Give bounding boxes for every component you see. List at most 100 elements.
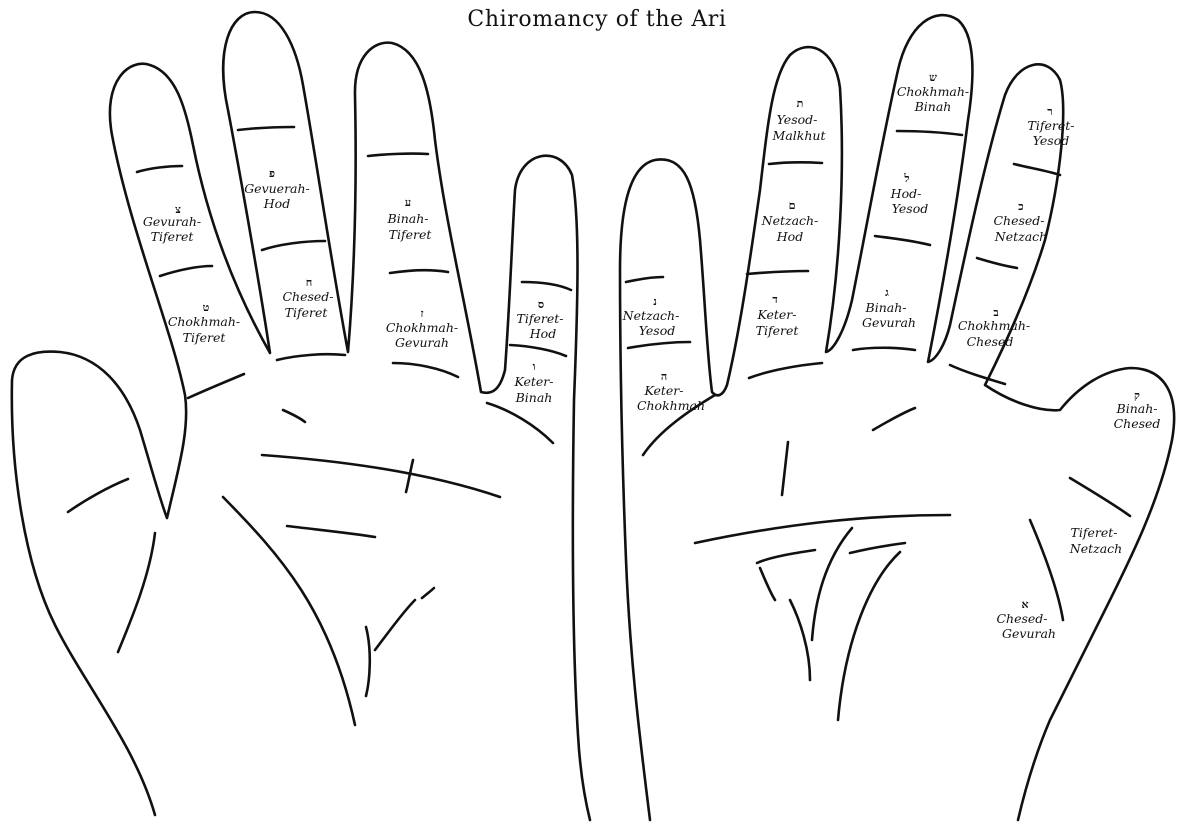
sefirot-label: Binah [914, 99, 952, 114]
hand-line [1014, 164, 1060, 175]
sefirot-label: Chokhmah- [168, 314, 240, 329]
hand-line [368, 154, 428, 156]
label-right-middle-2: ם Netzach- Hod [761, 199, 819, 244]
sefirot-label: Tiferet- [1071, 525, 1118, 540]
hand-line [422, 588, 434, 598]
sefirot-label: Tiferet [151, 229, 195, 244]
sefirot-label: Chokhmah [637, 398, 705, 413]
hebrew-letter: א [1021, 598, 1028, 611]
hand-line [160, 266, 212, 276]
diagram-title: Chiromancy of the Ari [467, 7, 726, 32]
hand-line [747, 271, 808, 274]
hand-line [769, 162, 822, 164]
label-left-index-2: ו Keter- Binah [513, 360, 553, 405]
label-right-thumb-3: א Chesed- Gevurah [996, 598, 1056, 641]
label-left-ring-2: ח Chesed- Tiferet [282, 276, 333, 320]
sefirot-label: Hod [263, 196, 290, 211]
label-left-middle-1: ע Binah- Tiferet [387, 196, 433, 242]
sefirot-label: Keter- [756, 307, 796, 322]
sefirot-label: Chokhmah- [386, 320, 458, 335]
sefirot-label: Malkhut [772, 128, 827, 143]
sefirot-label: Chesed- [282, 289, 333, 304]
hand-line [850, 543, 905, 553]
hand-line [1030, 520, 1063, 620]
sefirot-label: Chokhmah- [958, 318, 1030, 333]
hebrew-letter: ח [306, 276, 313, 289]
hebrew-letter: ז [420, 307, 423, 320]
hebrew-letter: פ [269, 167, 275, 180]
hand-line [790, 600, 810, 680]
sefirot-label: Chesed- [993, 213, 1044, 228]
sefirot-label: Gevuerah- [244, 181, 310, 196]
hand-line [838, 552, 900, 720]
label-left-pinky-1: צ Gevurah- Tiferet [143, 203, 201, 244]
sefirot-label: Binah- [865, 300, 907, 315]
hand-line [118, 533, 155, 652]
hand-line [188, 374, 244, 398]
label-left-middle-2: ז Chokhmah- Gevurah [386, 307, 458, 350]
sefirot-label: Tiferet- [1028, 118, 1075, 133]
hebrew-letter: ש [929, 71, 937, 84]
hebrew-letter: ה [661, 370, 667, 383]
sefirot-label: Hod [776, 229, 803, 244]
left-hand-outline [12, 12, 590, 820]
sefirot-label: Netzach- [622, 308, 680, 323]
hand-line [68, 479, 128, 512]
label-right-middle-3: ד Keter- Tiferet [756, 293, 800, 338]
sefirot-label: Netzach- [761, 213, 819, 228]
sefirot-label: Tiferet [285, 305, 329, 320]
sefirot-label: Chesed [1114, 416, 1161, 431]
sefirot-label: Chesed [967, 334, 1014, 349]
hebrew-letter: ג [885, 286, 889, 299]
sefirot-label: Tiferet [183, 330, 227, 345]
hebrew-letter: כ [1018, 200, 1023, 213]
sefirot-label: Gevurah [862, 315, 916, 330]
hebrew-letter: ת [797, 97, 804, 110]
label-left-ring-1: פ Gevuerah- Hod [244, 167, 310, 211]
hebrew-letter: ט [203, 301, 210, 314]
hand-line [782, 442, 788, 495]
hand-line [366, 627, 370, 696]
hebrew-letter: ס [538, 298, 544, 311]
hand-line [695, 515, 950, 543]
hand-line [137, 166, 182, 172]
hand-line [628, 342, 690, 348]
sefirot-label: Yesod- [777, 112, 818, 127]
label-right-middle-1: ת Yesod- Malkhut [772, 97, 827, 143]
sefirot-label: Binah- [1116, 401, 1158, 416]
label-right-ring-3: ג Binah- Gevurah [862, 286, 916, 330]
hand-line [873, 408, 915, 430]
label-right-thumb-1: ק Binah- Chesed [1114, 389, 1161, 431]
hand-line [487, 403, 553, 443]
label-left-index-1: ס Tiferet- Hod [517, 298, 564, 341]
sefirot-label: Hod [529, 326, 556, 341]
hand-line [1070, 478, 1130, 516]
hand-line [522, 282, 571, 290]
hand-line [393, 363, 458, 377]
sefirot-label: Yesod [892, 201, 929, 216]
hand-line [897, 131, 962, 135]
hand-line [406, 460, 413, 492]
label-right-pinky-2: כ Chesed- Netzach [993, 200, 1047, 244]
hand-line [626, 277, 663, 282]
hand-line [287, 526, 375, 537]
sefirot-label: Keter- [513, 374, 553, 389]
hand-line [950, 365, 1005, 384]
label-right-index-2: ה Keter- Chokhmah [637, 370, 705, 413]
sefirot-label: Chokhmah- [897, 84, 969, 99]
sefirot-label: Chesed- [996, 611, 1047, 626]
hand-line [875, 236, 930, 245]
hand-line [977, 258, 1017, 268]
left-hand [12, 12, 590, 820]
hebrew-letter: נ [653, 295, 657, 308]
sefirot-label: Yesod [639, 323, 676, 338]
sefirot-label: Tiferet [756, 323, 800, 338]
sefirot-label: Gevurah [395, 335, 449, 350]
hebrew-letter: ד [772, 293, 777, 306]
sefirot-label: Gevurah [1002, 626, 1056, 641]
hebrew-letter: ם [789, 199, 796, 212]
hand-line [262, 241, 325, 250]
hand-line [283, 410, 305, 422]
sefirot-label: Gevurah- [143, 214, 201, 229]
